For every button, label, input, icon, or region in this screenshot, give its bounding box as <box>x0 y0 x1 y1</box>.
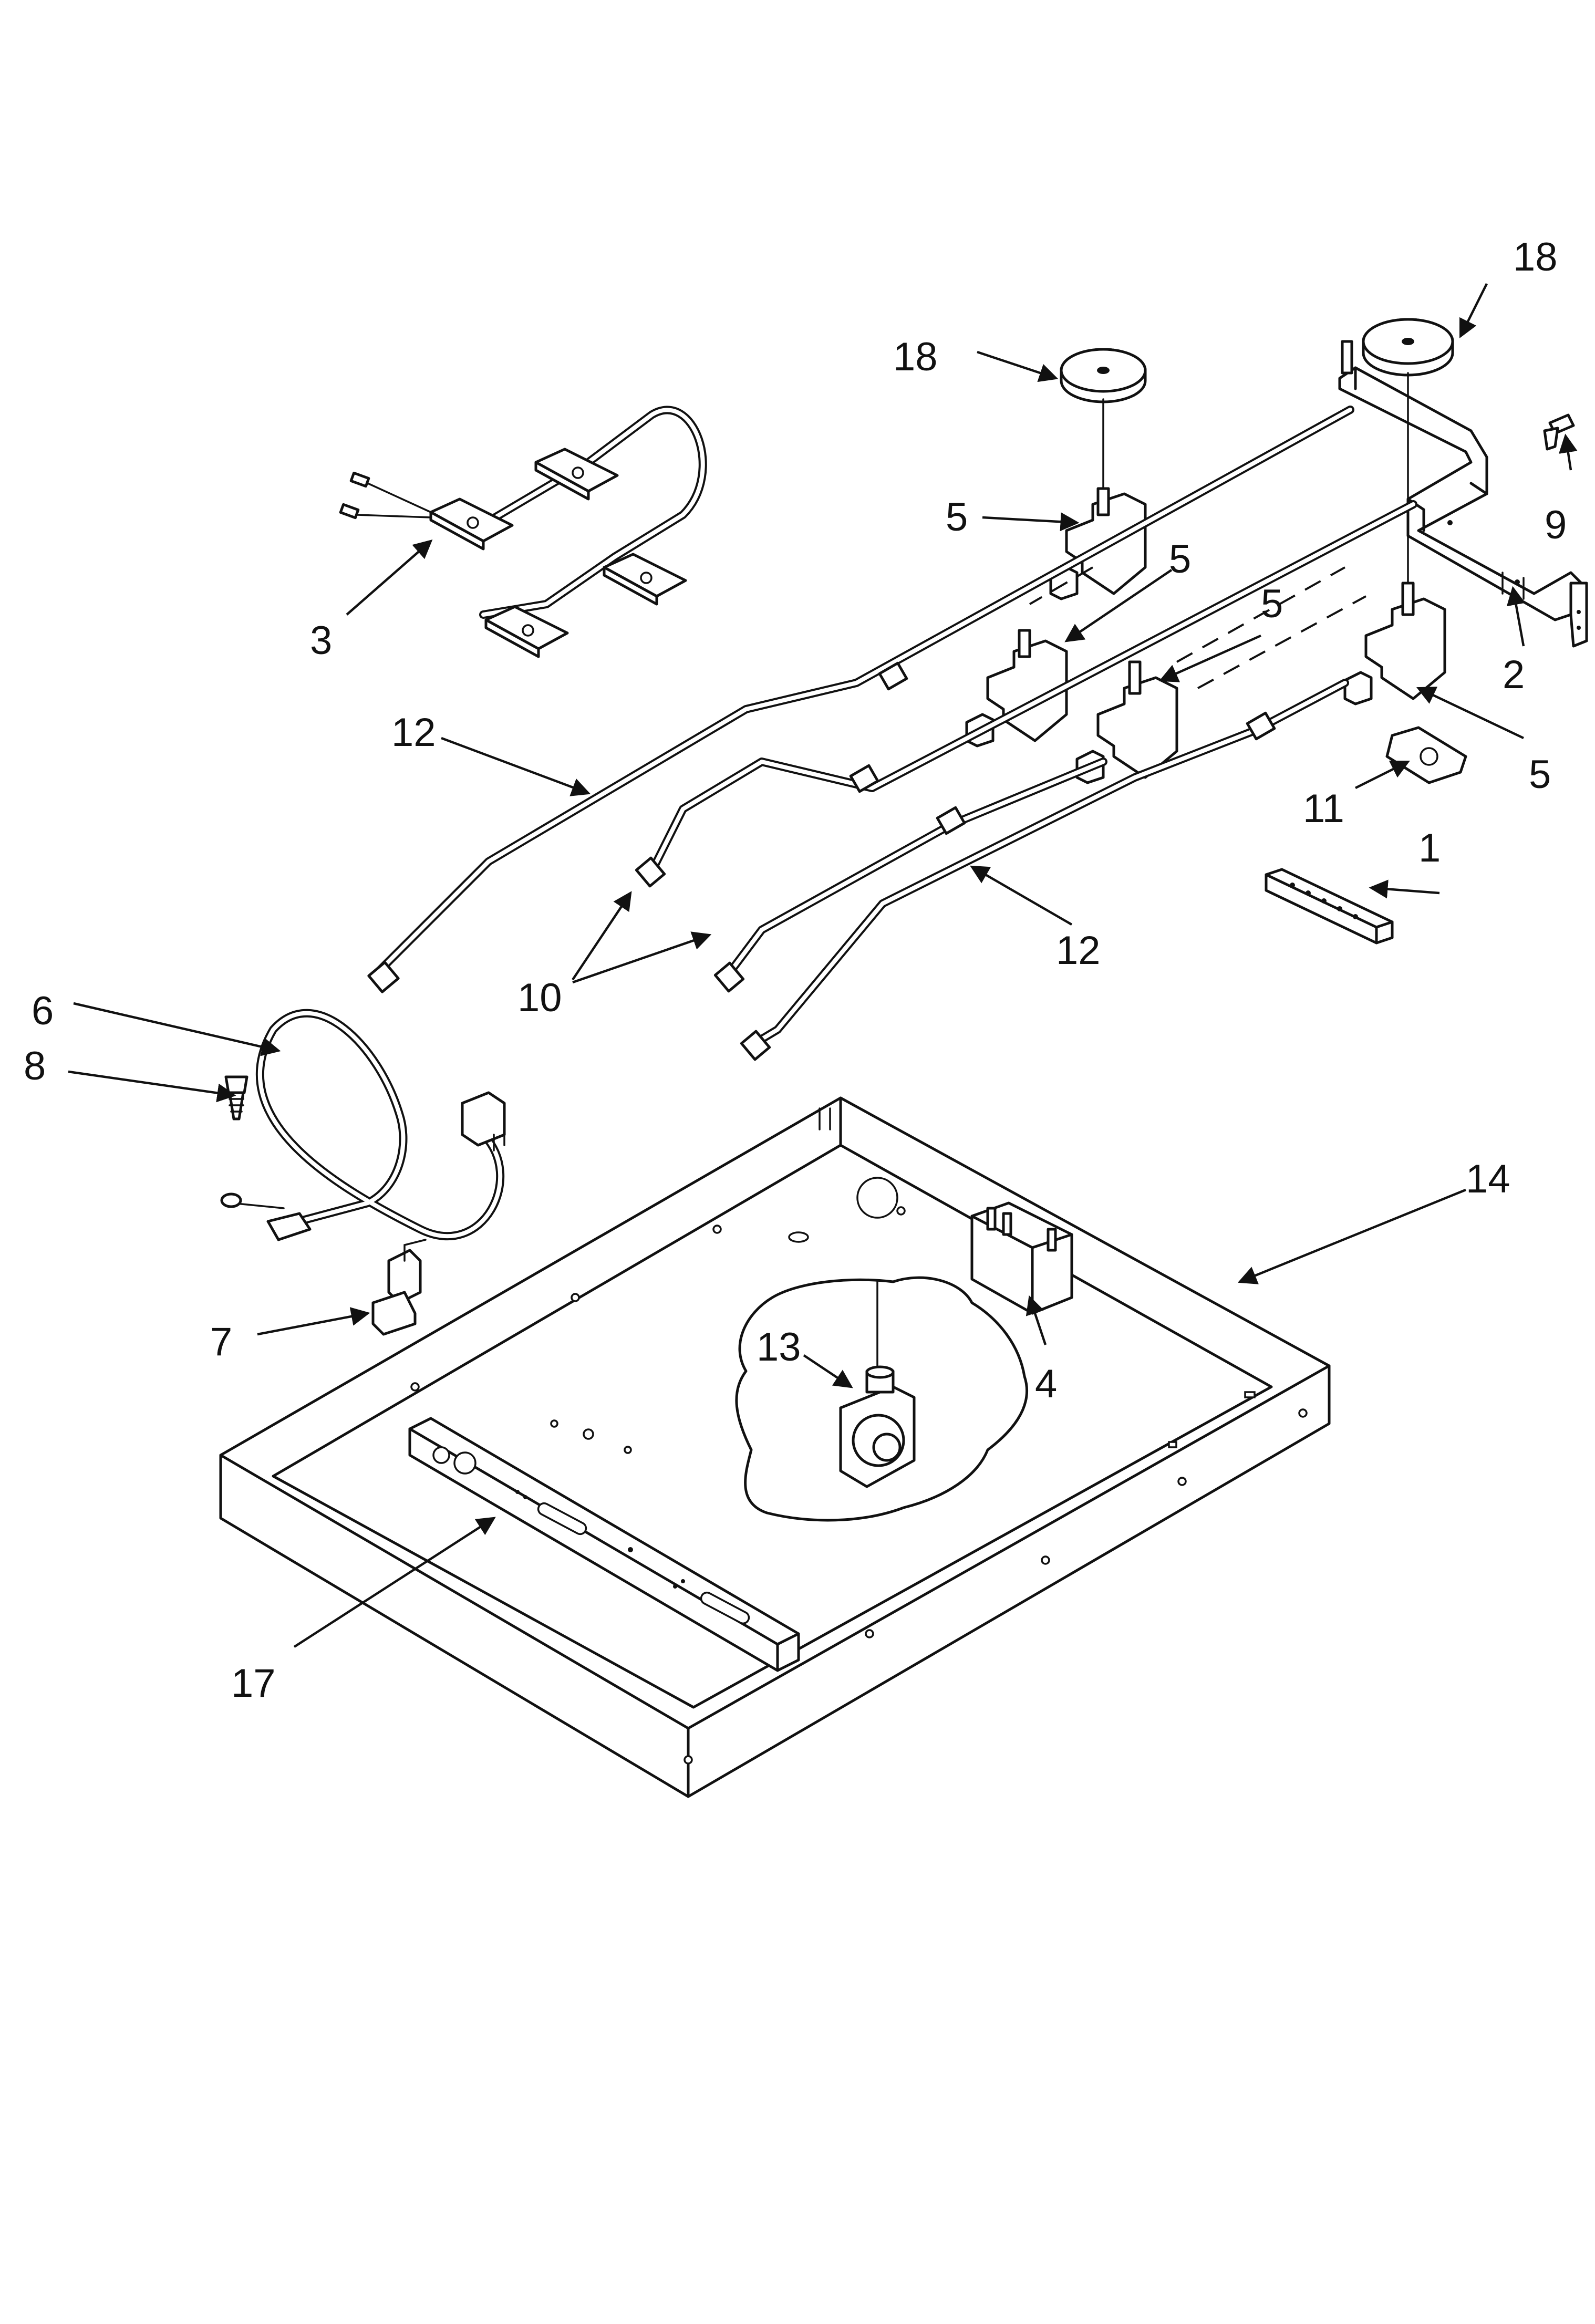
callout-17: 17 <box>231 1661 276 1706</box>
terminal-block <box>970 1201 1073 1315</box>
burner-tube-10-right <box>713 758 1107 993</box>
gasket <box>1385 726 1467 784</box>
bracket-strip <box>1265 868 1394 945</box>
igniter-harness <box>339 406 707 658</box>
callout-12-left: 12 <box>391 710 436 755</box>
callout-9: 9 <box>1545 503 1567 547</box>
callout-7: 7 <box>210 1320 232 1364</box>
callout-8: 8 <box>24 1044 46 1088</box>
burner-cap-right <box>1362 318 1454 584</box>
burner-tube-10-left <box>635 500 1417 888</box>
power-cord <box>220 1009 506 1241</box>
callout-5-top: 5 <box>946 495 968 540</box>
callout-11: 11 <box>1303 786 1344 831</box>
pressure-regulator <box>839 1281 916 1488</box>
burner-tube-12-left <box>367 406 1354 993</box>
callout-13: 13 <box>757 1325 801 1370</box>
callout-5-right: 5 <box>1529 752 1551 797</box>
callout-4: 4 <box>1035 1362 1057 1406</box>
callout-12-right: 12 <box>1056 928 1101 973</box>
mounting-screw <box>1543 413 1575 451</box>
manifold-pipe <box>1338 340 1588 648</box>
callouts: 1 2 3 4 5 5 5 5 6 7 8 9 10 11 12 12 13 1… <box>24 235 1567 1706</box>
burner-tube-12-right <box>740 679 1349 1061</box>
ground-screw <box>224 1075 248 1120</box>
callout-18-left: 18 <box>893 335 938 379</box>
callout-5-mid-right: 5 <box>1261 582 1283 626</box>
burner-cap-left <box>1060 348 1147 492</box>
control-bracket <box>408 1417 800 1672</box>
callout-6: 6 <box>32 989 54 1033</box>
callout-2: 2 <box>1503 652 1525 697</box>
gas-valve-1 <box>1049 487 1147 600</box>
wire-connector <box>371 1239 427 1336</box>
callout-5-mid-left: 5 <box>1169 537 1191 582</box>
callout-3: 3 <box>310 618 332 663</box>
callout-14: 14 <box>1466 1157 1510 1201</box>
callout-1: 1 <box>1418 826 1441 870</box>
callout-10: 10 <box>517 976 562 1020</box>
leader-lines <box>68 283 1578 1648</box>
callout-18-right: 18 <box>1513 235 1558 279</box>
gas-valve-4 <box>1343 582 1446 706</box>
